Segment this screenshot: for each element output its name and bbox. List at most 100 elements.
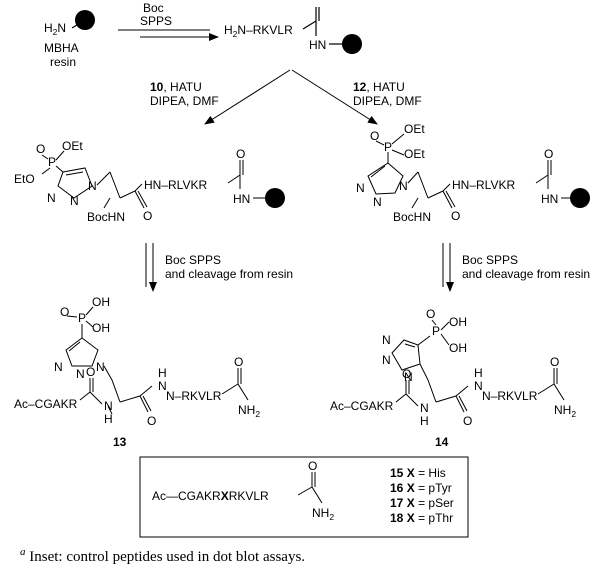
control-15: 15 X = His: [390, 466, 446, 480]
svg-text:N: N: [356, 181, 365, 195]
svg-text:H2N: H2N: [44, 21, 66, 37]
svg-text:O: O: [143, 209, 152, 223]
svg-text:NH2: NH2: [312, 506, 334, 522]
svg-text:O: O: [544, 147, 553, 161]
peptide-on-resin: H2N–RKVLR HN: [224, 7, 362, 54]
svg-text:O: O: [36, 142, 45, 156]
svg-text:and cleavage from resin: and cleavage from resin: [462, 267, 590, 281]
svg-text:HN: HN: [233, 192, 250, 206]
svg-text:OH: OH: [449, 341, 467, 355]
svg-text:OEt: OEt: [404, 147, 425, 161]
step1-arrow: Boc SPPS: [118, 1, 219, 41]
resin-label-2: resin: [50, 55, 76, 69]
svg-text:N: N: [54, 360, 63, 374]
control-17: 17 X = pSer: [390, 496, 454, 510]
svg-text:N–RKVLR: N–RKVLR: [166, 389, 222, 403]
right-branch-arrow: 12, HATU DIPEA, DMF: [291, 69, 422, 125]
svg-text:O: O: [60, 305, 69, 319]
right-step2-arrow: Boc SPPS and cleavage from resin: [442, 243, 590, 292]
svg-text:O: O: [234, 355, 243, 369]
svg-text:and cleavage from resin: and cleavage from resin: [165, 267, 293, 281]
svg-text:OH: OH: [449, 315, 467, 329]
svg-text:HN: HN: [541, 192, 558, 206]
svg-text:OEt: OEt: [62, 139, 83, 153]
svg-text:SPPS: SPPS: [140, 14, 172, 28]
mbha-resin-start: H2N MBHA resin: [44, 10, 95, 69]
svg-text:P: P: [432, 324, 440, 338]
svg-text:O: O: [451, 209, 460, 223]
svg-text:N: N: [76, 367, 85, 381]
product-14: OH O P OH N N N Ac–CGAKR O N H O N H N–R…: [330, 307, 576, 449]
svg-text:O: O: [463, 414, 472, 428]
svg-text:BocHN: BocHN: [393, 210, 431, 224]
svg-text:BocHN: BocHN: [87, 210, 125, 224]
svg-text:Ac—CGAKRXRKVLR: Ac—CGAKRXRKVLR: [152, 489, 269, 503]
svg-text:O: O: [426, 307, 435, 321]
resin-bead: [342, 34, 362, 54]
svg-text:P: P: [384, 140, 392, 154]
right-intermediate: OEt P OEt O N N N BocHN O HN–RLVKR O HN: [356, 122, 590, 224]
svg-text:O: O: [402, 367, 411, 381]
left-step2-arrow: Boc SPPS and cleavage from resin: [145, 243, 293, 292]
left-intermediate: OEt O P EtO N N N BocHN O HN–RLVKR O HN: [14, 139, 285, 224]
svg-text:Ac–CGAKR: Ac–CGAKR: [14, 397, 78, 411]
svg-text:N: N: [404, 370, 413, 384]
svg-text:Ac–CGAKR: Ac–CGAKR: [330, 399, 394, 413]
svg-text:DIPEA, DMF: DIPEA, DMF: [150, 94, 219, 108]
control-16: 16 X = pTyr: [390, 481, 452, 495]
left-branch-arrow: 10, HATU DIPEA, DMF: [150, 69, 291, 125]
svg-text:O: O: [147, 414, 156, 428]
svg-text:HN: HN: [309, 38, 326, 52]
svg-text:NH2: NH2: [554, 403, 576, 419]
svg-text:NH2: NH2: [238, 403, 260, 419]
svg-text:N: N: [70, 194, 79, 208]
svg-text:EtO: EtO: [14, 172, 35, 186]
product-13: OH O P OH N N N Ac–CGAKR O N H O N H N–R…: [14, 295, 260, 449]
svg-text:12, HATU: 12, HATU: [353, 80, 405, 94]
svg-text:O: O: [550, 355, 559, 369]
svg-text:H: H: [474, 366, 483, 380]
figure-caption: a Inset: control peptides used in dot bl…: [20, 546, 306, 565]
svg-text:H2N–RKVLR: H2N–RKVLR: [224, 23, 293, 39]
svg-text:N: N: [47, 191, 56, 205]
svg-text:H: H: [420, 414, 429, 428]
svg-text:P: P: [78, 311, 86, 325]
svg-text:HN–RLVKR: HN–RLVKR: [452, 178, 515, 192]
svg-text:N: N: [96, 360, 105, 374]
svg-text:N: N: [373, 195, 382, 209]
svg-text:N–RKVLR: N–RKVLR: [482, 389, 538, 403]
compound-number-14: 14: [435, 435, 449, 449]
svg-text:N: N: [104, 399, 113, 413]
control-18: 18 X = pThr: [390, 511, 453, 525]
svg-text:O: O: [308, 459, 317, 473]
svg-text:N: N: [474, 379, 483, 393]
svg-text:HN–RLVKR: HN–RLVKR: [144, 178, 207, 192]
control-peptides-inset: Ac—CGAKRXRKVLR O NH2 15 X = His 16 X = p…: [139, 456, 469, 538]
svg-text:O: O: [86, 365, 95, 379]
compound-number-13: 13: [113, 435, 127, 449]
svg-text:N: N: [88, 179, 97, 193]
svg-text:N: N: [382, 333, 391, 347]
resin-bead: [75, 10, 95, 30]
resin-label-1: MBHA: [44, 41, 79, 55]
svg-text:OH: OH: [92, 295, 110, 309]
svg-text:H: H: [158, 366, 167, 380]
svg-text:O: O: [236, 147, 245, 161]
svg-text:N: N: [382, 353, 391, 367]
svg-text:DIPEA, DMF: DIPEA, DMF: [353, 94, 422, 108]
svg-text:N: N: [158, 379, 167, 393]
svg-text:Boc: Boc: [143, 1, 164, 15]
resin-bead: [265, 188, 285, 208]
svg-text:Boc SPPS: Boc SPPS: [165, 253, 221, 267]
svg-text:O: O: [370, 129, 379, 143]
svg-text:Boc SPPS: Boc SPPS: [462, 253, 518, 267]
svg-text:N: N: [399, 179, 408, 193]
svg-text:H: H: [104, 412, 113, 426]
svg-text:OH: OH: [92, 321, 110, 335]
resin-bead: [570, 188, 590, 208]
svg-text:P: P: [48, 155, 56, 169]
svg-text:10, HATU: 10, HATU: [150, 80, 202, 94]
svg-text:N: N: [420, 401, 429, 415]
svg-text:OEt: OEt: [404, 122, 425, 136]
